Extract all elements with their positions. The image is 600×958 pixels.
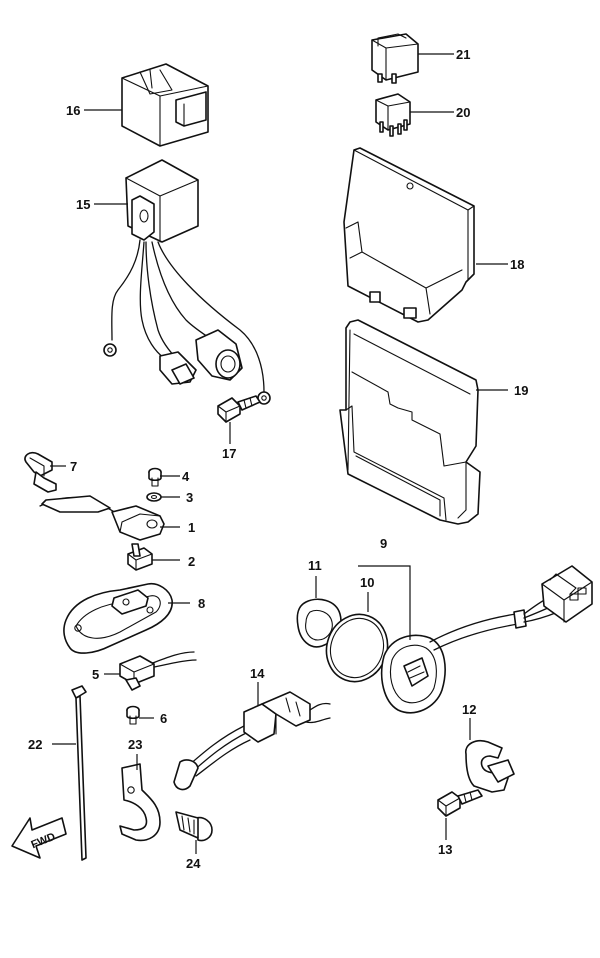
connector-14[interactable]: [173, 691, 331, 791]
callout-8: 8: [198, 596, 205, 611]
callout-14: 14: [250, 666, 265, 681]
relay-21[interactable]: [371, 33, 419, 84]
washer-3[interactable]: [146, 492, 162, 502]
cable-tie-22[interactable]: [71, 685, 87, 861]
bolt-13[interactable]: [437, 789, 483, 817]
callout-10: 10: [360, 575, 374, 590]
callout-6: 6: [160, 711, 167, 726]
forward-arrow-icon: FWD: [11, 817, 67, 859]
clip-7[interactable]: [24, 451, 57, 493]
callout-24: 24: [186, 856, 201, 871]
callout-19: 19: [514, 383, 528, 398]
ecm-unit-18[interactable]: [343, 147, 475, 323]
bolt-17[interactable]: [217, 395, 261, 423]
callout-11: 11: [308, 558, 322, 573]
callout-labels: 21 20 16 15 18 19 17 7 4 3 1 2 8 5 6 22 …: [28, 47, 528, 871]
bracket-2[interactable]: [127, 543, 153, 571]
leader-lines: [50, 53, 508, 854]
callout-16: 16: [66, 103, 80, 118]
sensor-housing-8[interactable]: [63, 582, 173, 654]
socket-harness-9[interactable]: [380, 565, 593, 714]
callout-17: 17: [222, 446, 236, 461]
callout-12: 12: [462, 702, 476, 717]
callout-2: 2: [188, 554, 195, 569]
callout-3: 3: [186, 490, 193, 505]
callout-13: 13: [438, 842, 452, 857]
sensor-5[interactable]: [119, 651, 197, 691]
screw-4[interactable]: [148, 467, 162, 487]
callout-5: 5: [92, 667, 99, 682]
cap-16[interactable]: [121, 63, 209, 147]
screw-24[interactable]: [175, 811, 213, 842]
relay-20[interactable]: [375, 93, 411, 137]
callout-7: 7: [70, 459, 77, 474]
callout-15: 15: [76, 197, 90, 212]
ecm-cover-19[interactable]: [339, 319, 481, 525]
cdi-unit-15[interactable]: [103, 159, 271, 405]
callout-22: 22: [28, 737, 42, 752]
callout-4: 4: [182, 469, 190, 484]
clamp-23[interactable]: [119, 763, 161, 842]
callout-23: 23: [128, 737, 142, 752]
callout-18: 18: [510, 257, 524, 272]
callout-9: 9: [380, 536, 387, 551]
screw-6[interactable]: [126, 705, 140, 725]
callout-1: 1: [188, 520, 195, 535]
callout-20: 20: [456, 105, 470, 120]
clamp-12[interactable]: [465, 739, 515, 793]
sensor-1[interactable]: [39, 495, 165, 541]
callout-21: 21: [456, 47, 470, 62]
